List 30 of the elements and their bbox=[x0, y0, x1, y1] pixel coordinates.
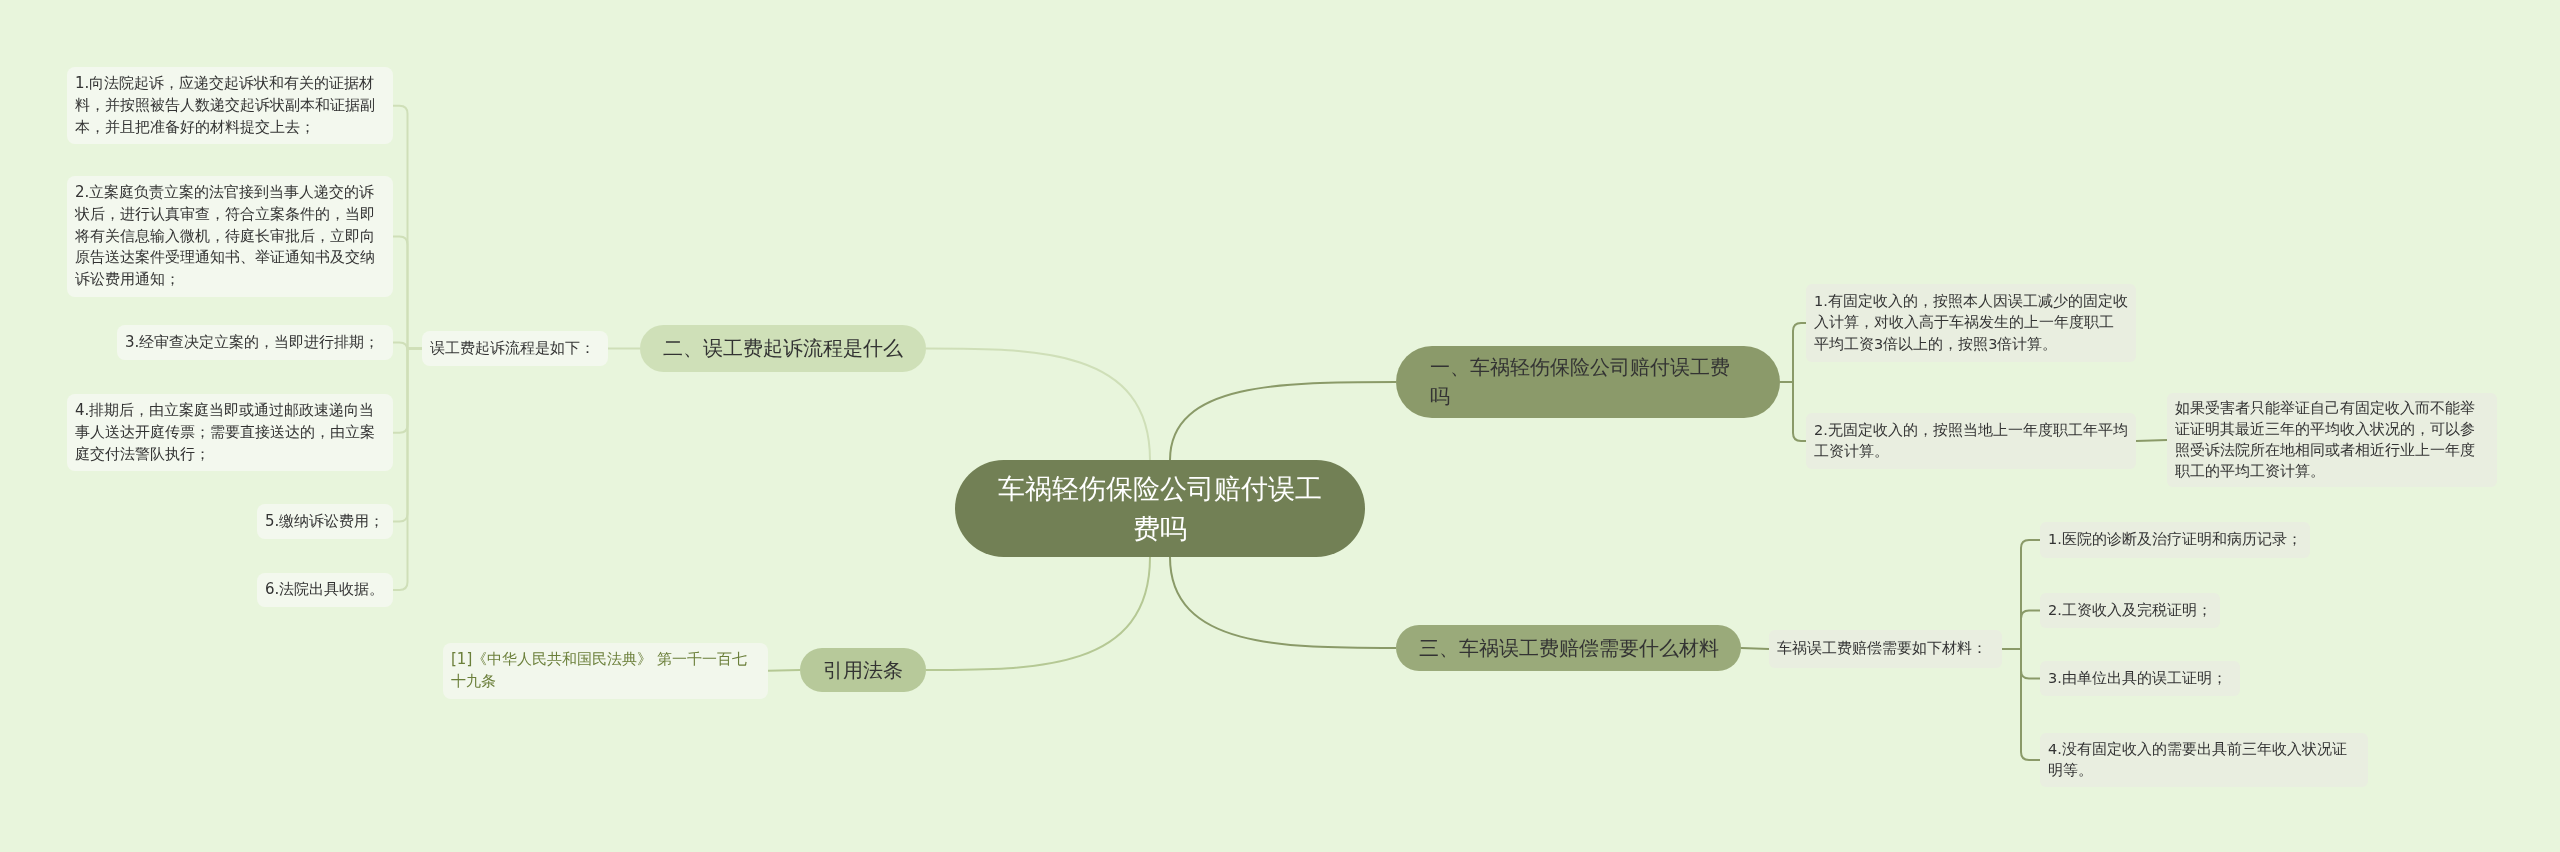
text-card: 误工费起诉流程是如下： bbox=[422, 331, 608, 366]
topic-pill: 三、车祸误工费赔偿需要什么材料 bbox=[1396, 625, 1741, 671]
topic-pill: 二、误工费起诉流程是什么 bbox=[640, 325, 926, 372]
text-card: 2.工资收入及完税证明； bbox=[2040, 593, 2220, 628]
text-card: 6.法院出具收据。 bbox=[257, 573, 393, 607]
connector-line bbox=[925, 347, 1151, 461]
text-card: 1.向法院起诉，应递交起诉状和有关的证据材料，并按照被告人数递交起诉状副本和证据副本，并且把准备好的材料提交上去； bbox=[67, 67, 393, 145]
text-card: 1.医院的诊断及治疗证明和病历记录； bbox=[2040, 522, 2310, 558]
text-card: 4.排期后，由立案庭当即或通过邮政速递向当事人送达开庭传票；需要直接送达的，由立案庭交付法警队执行； bbox=[67, 394, 393, 472]
text-card: 5.缴纳诉讼费用； bbox=[257, 504, 393, 539]
connector-line bbox=[1169, 556, 1397, 649]
connector-line bbox=[1169, 381, 1397, 461]
connector-line bbox=[767, 669, 801, 672]
citation-card: [1]《中华人民共和国民法典》 第一千一百七十九条 bbox=[443, 643, 768, 699]
text-card: 3.由单位出具的误工证明； bbox=[2040, 661, 2240, 696]
central-topic: 车祸轻伤保险公司赔付误工费吗 bbox=[955, 460, 1365, 557]
connector-line bbox=[925, 556, 1151, 671]
text-card: 如果受害者只能举证自己有固定收入而不能举证证明其最近三年的平均收入状况的，可以参照受诉法院所在地相同或者相近行业上一年度职工的平均工资计算。 bbox=[2167, 393, 2497, 488]
text-card: 4.没有固定收入的需要出具前三年收入状况证明等。 bbox=[2040, 733, 2368, 787]
text-card: 车祸误工费赔偿需要如下材料： bbox=[1769, 630, 2002, 668]
connector-line bbox=[1740, 647, 1770, 650]
connector-line bbox=[607, 347, 641, 350]
topic-pill: 引用法条 bbox=[800, 648, 926, 692]
topic-pill: 一、车祸轻伤保险公司赔付误工费吗 bbox=[1396, 346, 1780, 418]
connector-line bbox=[2135, 439, 2168, 442]
text-card: 2.无固定收入的，按照当地上一年度职工年平均工资计算。 bbox=[1806, 413, 2136, 469]
text-card: 1.有固定收入的，按照本人因误工减少的固定收入计算，对收入高于车祸发生的上一年度职工平均工资3倍以上的，按照3倍计算。 bbox=[1806, 284, 2136, 362]
connector-line bbox=[2001, 648, 2041, 761]
text-card: 3.经审查决定立案的，当即进行排期； bbox=[117, 325, 393, 360]
text-card: 2.立案庭负责立案的法官接到当事人递交的诉状后，进行认真审查，符合立案条件的，当即将有关信息输入微机，待庭长审批后，立即向原告送达案件受理通知书、举证通知书及交纳诉讼费用通知； bbox=[67, 176, 393, 297]
